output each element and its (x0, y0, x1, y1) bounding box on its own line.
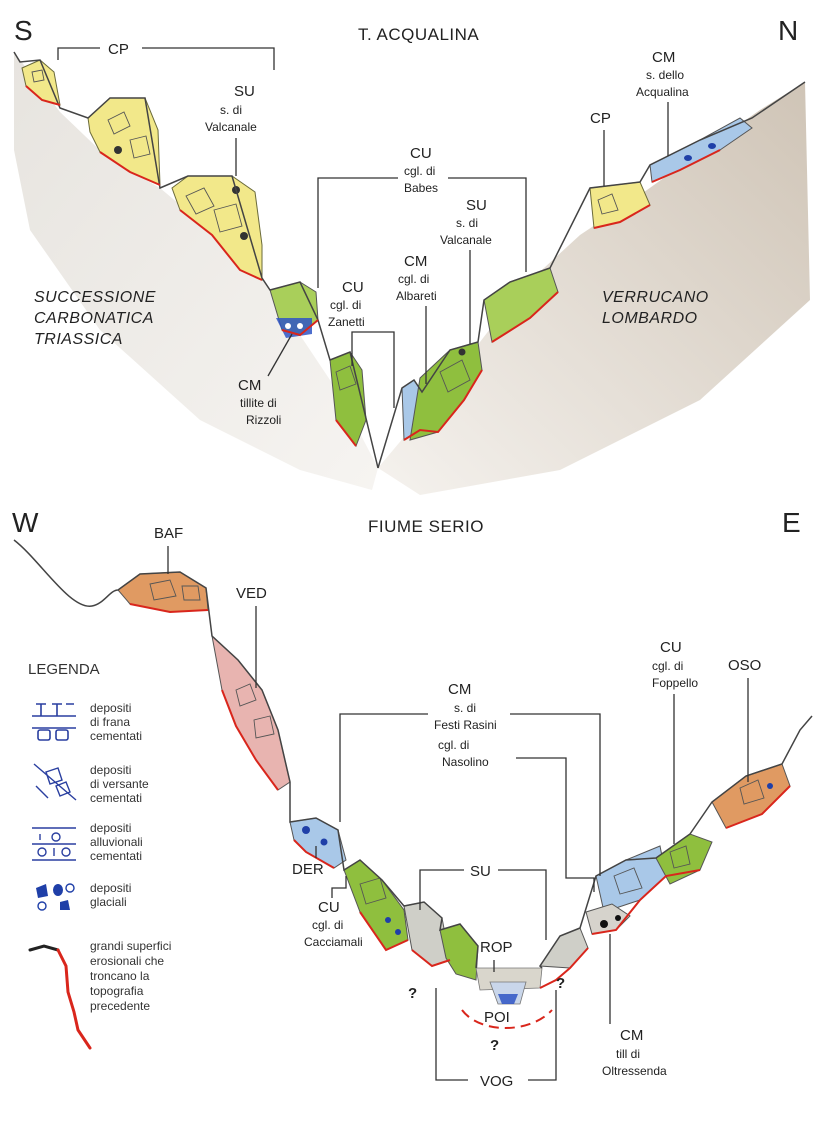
label-su-left-code: SU (234, 83, 255, 100)
label-cm-rizzoli-code: CM (238, 377, 261, 394)
direction-west: W (12, 507, 39, 538)
region-triassic-line1: SUCCESSIONE (34, 289, 156, 306)
legend-item-5-line-1: grandi superfici (90, 939, 171, 953)
label-cu-foppello-name: Foppello (652, 676, 698, 690)
label-cu-babes-name: Babes (404, 181, 438, 195)
region-triassic-line3: TRIASSICA (34, 331, 123, 348)
question-mark-right: ? (556, 975, 565, 992)
label-cu-babes-code: CU (410, 145, 432, 162)
label-vog: VOG (480, 1073, 513, 1090)
label-cm-oltressenda-prefix: till di (616, 1047, 640, 1061)
direction-north: N (778, 15, 798, 46)
label-cm-albareti-name: Albareti (396, 289, 437, 303)
direction-east: E (782, 507, 801, 538)
label-su-left-name: Valcanale (205, 120, 257, 134)
baf-deposit (118, 572, 208, 612)
label-cu-cacciamali-name: Cacciamali (304, 935, 363, 949)
label-su-bottom: SU (470, 863, 491, 880)
triassic-carbonate-bedrock (14, 52, 378, 490)
legend-item-2-line-1: depositi (90, 763, 131, 777)
legend-item-3-line-1: depositi (90, 821, 131, 835)
section-title-acqualina: T. ACQUALINA (358, 25, 479, 44)
label-cp-left: CP (108, 41, 129, 58)
region-verrucano-line2: LOMBARDO (602, 310, 698, 327)
label-cu-zanetti-name: Zanetti (328, 315, 365, 329)
question-mark-left: ? (408, 985, 417, 1002)
erosional-surface-icon (30, 946, 90, 1048)
label-su-right-prefix: s. di (456, 216, 478, 230)
legend-item-3-line-2: alluvionali (90, 835, 143, 849)
region-triassic-line2: CARBONATICA (34, 310, 154, 327)
cp-left-bracket (58, 48, 274, 70)
label-oso: OSO (728, 657, 761, 674)
legend-item-2-line-2: di versante (90, 777, 149, 791)
cu-cacciamali-leader (332, 876, 346, 898)
legend-item-5-line-3: troncano la (90, 969, 150, 983)
label-cm-acqualina-prefix: s. dello (646, 68, 684, 82)
label-cm-acqualina-code: CM (652, 49, 675, 66)
label-rop: ROP (480, 939, 513, 956)
label-nasolino-prefix: cgl. di (438, 738, 469, 752)
label-cm-rizzoli-name: Rizzoli (246, 413, 281, 427)
section-title-serio: FIUME SERIO (368, 517, 484, 536)
label-cu-cacciamali-prefix: cgl. di (312, 918, 343, 932)
cm-festi-deposit (596, 846, 666, 912)
legend-item-5-line-4: topografia (90, 984, 144, 998)
label-nasolino-name: Nasolino (442, 755, 489, 769)
label-cu-foppello-prefix: cgl. di (652, 659, 683, 673)
label-cu-cacciamali-code: CU (318, 899, 340, 916)
alluvial-deposit-icon (32, 828, 76, 860)
legend-item-1-line-2: di frana (90, 715, 130, 729)
top-section: S N T. ACQUALINA CP SU s. di Valcanale C… (14, 15, 810, 495)
cm-festi-bracket (340, 714, 600, 876)
cm-oltressenda-deposit (586, 904, 630, 934)
ved-deposit (212, 636, 290, 790)
label-cu-babes-prefix: cgl. di (404, 164, 435, 178)
label-cm-albareti-prefix: cgl. di (398, 272, 429, 286)
legend-item-3-line-3: cementati (90, 849, 142, 863)
label-cm-oltressenda-code: CM (620, 1027, 643, 1044)
label-ved: VED (236, 585, 267, 602)
glacial-deposit-icon (36, 884, 74, 910)
su-left-deposit-2 (440, 924, 478, 980)
label-cm-acqualina-name: Acqualina (636, 85, 689, 99)
landslide-deposit-icon (32, 704, 76, 740)
direction-south: S (14, 15, 33, 46)
label-cm-rizzoli-prefix: tillite di (240, 396, 277, 410)
label-su-left-prefix: s. di (220, 103, 242, 117)
legend: LEGENDA depositi di frana cementati depo… (28, 661, 171, 1048)
legend-item-1-line-1: depositi (90, 701, 131, 715)
bottom-profile-left (14, 540, 478, 968)
legend-title: LEGENDA (28, 661, 100, 678)
vog-bracket (436, 988, 556, 1080)
label-cm-oltressenda-name: Oltressenda (602, 1064, 667, 1078)
label-su-right-name: Valcanale (440, 233, 492, 247)
verrucano-bedrock (378, 82, 810, 495)
legend-item-4-line-2: glaciali (90, 895, 127, 909)
label-cm-festi-code: CM (448, 681, 471, 698)
label-poi: POI (484, 1009, 510, 1026)
label-cu-foppello-code: CU (660, 639, 682, 656)
slope-deposit-icon (34, 764, 76, 800)
label-baf: BAF (154, 525, 183, 542)
label-cu-zanetti-prefix: cgl. di (330, 298, 361, 312)
label-cu-zanetti-code: CU (342, 279, 364, 296)
nasolino-leader (516, 758, 594, 892)
label-der: DER (292, 861, 324, 878)
legend-item-5-line-2: erosionali che (90, 954, 164, 968)
question-mark-bottom: ? (490, 1037, 499, 1054)
label-cm-festi-prefix: s. di (454, 701, 476, 715)
label-cp-right: CP (590, 110, 611, 127)
region-verrucano-line1: VERRUCANO (602, 289, 709, 306)
legend-item-4-line-1: depositi (90, 881, 131, 895)
legend-item-1-line-3: cementati (90, 729, 142, 743)
label-su-right-code: SU (466, 197, 487, 214)
label-cm-festi-name: Festi Rasini (434, 718, 497, 732)
legend-item-5-line-5: precedente (90, 999, 150, 1013)
legend-item-2-line-3: cementati (90, 791, 142, 805)
label-cm-albareti-code: CM (404, 253, 427, 270)
